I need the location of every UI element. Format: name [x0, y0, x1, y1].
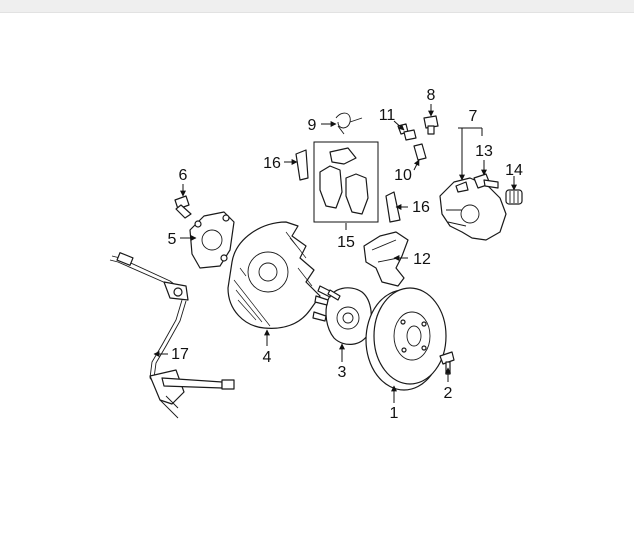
label-4: 4 [263, 349, 272, 366]
pad-kit-part [313, 141, 379, 223]
pad-shim-part-right [385, 191, 401, 223]
screw-part-2 [439, 351, 455, 375]
brake-rotor-part [365, 287, 447, 391]
label-16-left: 16 [263, 155, 281, 172]
pad-shim-part-left [295, 149, 309, 181]
label-2: 2 [444, 385, 453, 402]
splash-shield-part [227, 221, 321, 329]
label-17: 17 [171, 346, 189, 363]
bolt-part-6 [174, 195, 192, 219]
label-15: 15 [337, 234, 355, 251]
label-12: 12 [413, 251, 431, 268]
label-5: 5 [168, 231, 177, 248]
label-16-right: 16 [412, 199, 430, 216]
label-8: 8 [427, 87, 436, 104]
brake-hose-part [109, 252, 235, 419]
label-11: 11 [379, 107, 396, 124]
label-6: 6 [179, 167, 188, 184]
bleeder-parts [397, 123, 427, 161]
leader-lines [153, 104, 517, 403]
spring-clip-part [335, 112, 363, 135]
cap-part [505, 189, 523, 205]
label-14: 14 [505, 162, 523, 179]
label-3: 3 [338, 364, 347, 381]
part-labels: 1 2 3 4 5 6 7 8 9 10 11 12 13 14 15 16 1… [168, 87, 523, 422]
wheel-hub-part [312, 285, 372, 345]
label-7: 7 [469, 108, 478, 125]
caliper-bracket-part [363, 231, 409, 287]
label-13: 13 [475, 143, 493, 160]
label-9: 9 [308, 117, 317, 134]
bolt-part-8 [423, 115, 439, 135]
caliper-part [439, 177, 507, 241]
label-1: 1 [390, 405, 399, 422]
top-bar [0, 0, 634, 13]
label-10: 10 [394, 167, 412, 184]
guide-pin-part [473, 173, 499, 189]
mounting-bracket-part [189, 211, 235, 269]
